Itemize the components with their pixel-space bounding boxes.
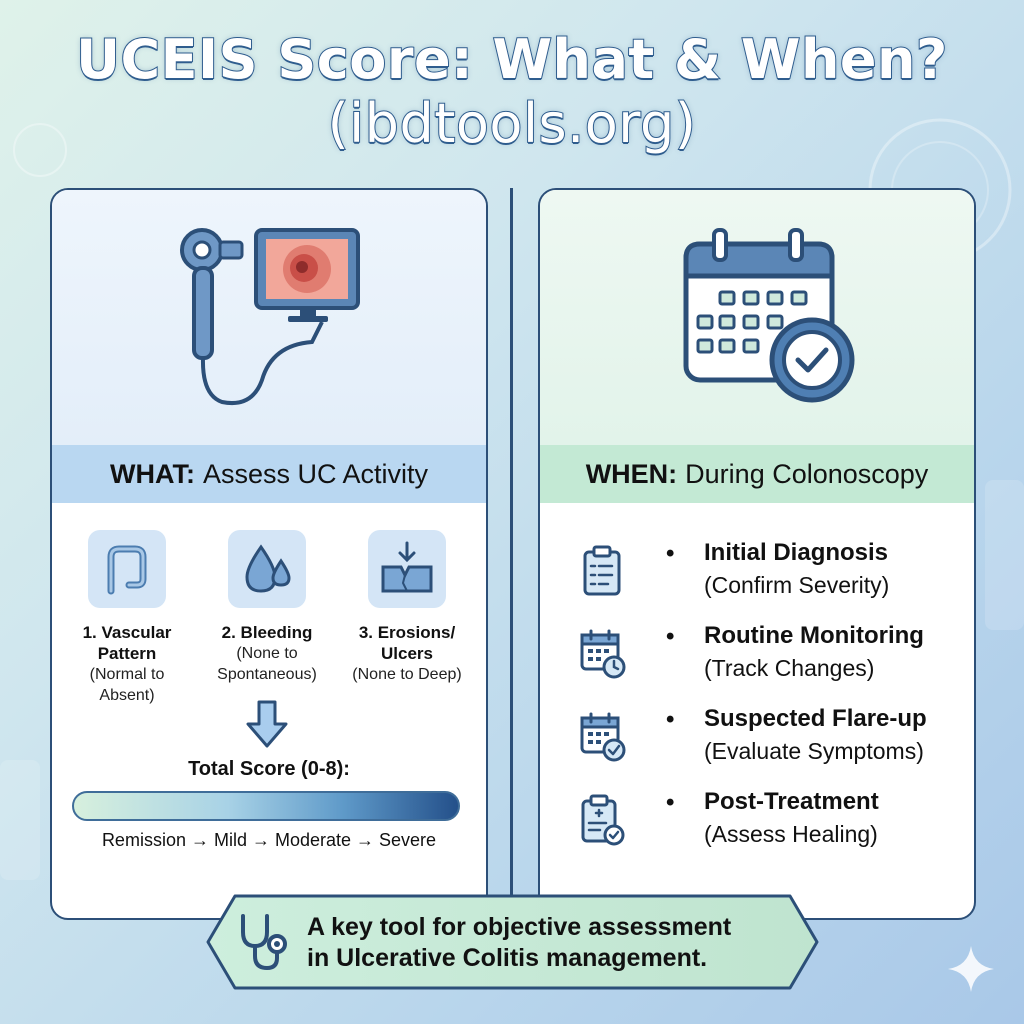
endoscope-monitor-icon bbox=[180, 228, 360, 405]
center-divider bbox=[510, 188, 513, 904]
criterion-range: (None to Spontaneous) bbox=[202, 643, 332, 685]
erosion-icon bbox=[381, 541, 433, 593]
severity-scale-bar bbox=[72, 791, 460, 821]
when-item-title: Suspected Flare-up bbox=[704, 705, 927, 732]
bullet: • bbox=[666, 706, 675, 733]
when-item-routine-monitoring: • Routine Monitoring (Track Changes) bbox=[580, 621, 960, 691]
when-item-title: Post-Treatment bbox=[704, 788, 879, 815]
bullet: • bbox=[666, 623, 675, 650]
total-score-label: Total Score (0-8): bbox=[188, 758, 350, 780]
criterion-name: 2. Bleeding bbox=[202, 622, 332, 643]
when-hero-area bbox=[540, 190, 974, 445]
criterion-name: 1. Vascular Pattern bbox=[62, 622, 192, 664]
calendar-check-hero-icon bbox=[683, 228, 855, 403]
what-header-label: WHAT: bbox=[109, 458, 195, 489]
criterion-icon-box bbox=[228, 530, 306, 608]
when-header-band: WHEN: During Colonoscopy bbox=[540, 445, 974, 503]
page-title: UCEIS Score: What & When? (ibdtools.org) bbox=[0, 27, 1024, 156]
when-item-suspected-flare-up: • Suspected Flare-up (Evaluate Symptoms) bbox=[580, 704, 960, 774]
criterion-erosions: 3. Erosions/ Ulcers (None to Deep) bbox=[342, 530, 472, 685]
criterion-range: (None to Deep) bbox=[342, 664, 472, 685]
bullet: • bbox=[666, 789, 675, 816]
arrow-down-icon bbox=[246, 700, 288, 748]
banner-line-1: A key tool for objective assessment bbox=[307, 913, 732, 941]
severity-scale-label: Remission → Mild → Moderate → Severe bbox=[101, 830, 437, 850]
when-panel: WHEN: During Colonoscopy • Initial Diagn… bbox=[538, 188, 976, 920]
when-item-title: Routine Monitoring bbox=[704, 622, 924, 649]
banner-shape bbox=[206, 894, 819, 990]
when-item-post-treatment: • Post-Treatment (Assess Healing) bbox=[580, 787, 960, 857]
criterion-name-line1: 1. Vascular bbox=[82, 623, 172, 642]
criterion-name-line2: Pattern bbox=[97, 644, 157, 663]
what-panel: WHAT: Assess UC Activity 1. Vascular Pat… bbox=[50, 188, 488, 920]
when-item-title: Initial Diagnosis bbox=[704, 539, 889, 566]
title-line-2: (ibdtools.org) bbox=[327, 91, 697, 156]
criterion-range: (Normal to Absent) bbox=[62, 664, 192, 706]
criterion-range-line1: (Normal to bbox=[89, 666, 165, 683]
when-item-subtitle: (Confirm Severity) bbox=[704, 572, 890, 598]
what-header-band: WHAT: Assess UC Activity bbox=[52, 445, 486, 503]
criterion-icon-box bbox=[88, 530, 166, 608]
banner-text: A key tool for objective assessment in U… bbox=[307, 912, 807, 974]
when-header-text: During Colonoscopy bbox=[685, 458, 929, 489]
medical-clipboard-icon bbox=[581, 794, 625, 846]
what-header-text: Assess UC Activity bbox=[202, 458, 428, 489]
calendar-clock-icon bbox=[580, 629, 626, 679]
criterion-range-line1: (None to bbox=[236, 645, 298, 662]
banner-line-2: in Ulcerative Colitis management. bbox=[307, 944, 708, 972]
criterion-range-line2: Absent) bbox=[99, 687, 155, 704]
when-item-initial-diagnosis: • Initial Diagnosis (Confirm Severity) bbox=[580, 538, 960, 608]
sparkle-icon bbox=[948, 946, 994, 992]
criterion-name-line1: 3. Erosions/ bbox=[358, 623, 456, 642]
criterion-vascular: 1. Vascular Pattern (Normal to Absent) bbox=[62, 530, 192, 706]
title-line-1: UCEIS Score: What & When? bbox=[75, 27, 948, 92]
criterion-range-line1: (None to Deep) bbox=[352, 666, 462, 683]
criterion-range-line2: Spontaneous) bbox=[217, 666, 317, 683]
when-item-subtitle: (Assess Healing) bbox=[704, 821, 878, 847]
stethoscope-icon bbox=[241, 914, 287, 971]
calendar-check-icon bbox=[580, 712, 626, 762]
colon-icon bbox=[107, 545, 147, 595]
criterion-name: 3. Erosions/ Ulcers bbox=[342, 622, 472, 664]
summary-banner: A key tool for objective assessment in U… bbox=[205, 894, 820, 990]
clipboard-icon bbox=[583, 545, 621, 596]
drops-icon bbox=[245, 544, 291, 593]
when-header-label: WHEN: bbox=[585, 458, 678, 489]
criterion-bleeding: 2. Bleeding (None to Spontaneous) bbox=[202, 530, 332, 685]
criterion-icon-box bbox=[368, 530, 446, 608]
criterion-name-line1: 2. Bleeding bbox=[221, 623, 313, 642]
when-item-subtitle: (Track Changes) bbox=[704, 655, 875, 681]
criterion-name-line2: Ulcers bbox=[381, 644, 433, 663]
when-item-subtitle: (Evaluate Symptoms) bbox=[704, 738, 924, 764]
what-hero-area bbox=[52, 190, 486, 445]
bullet: • bbox=[666, 540, 675, 567]
